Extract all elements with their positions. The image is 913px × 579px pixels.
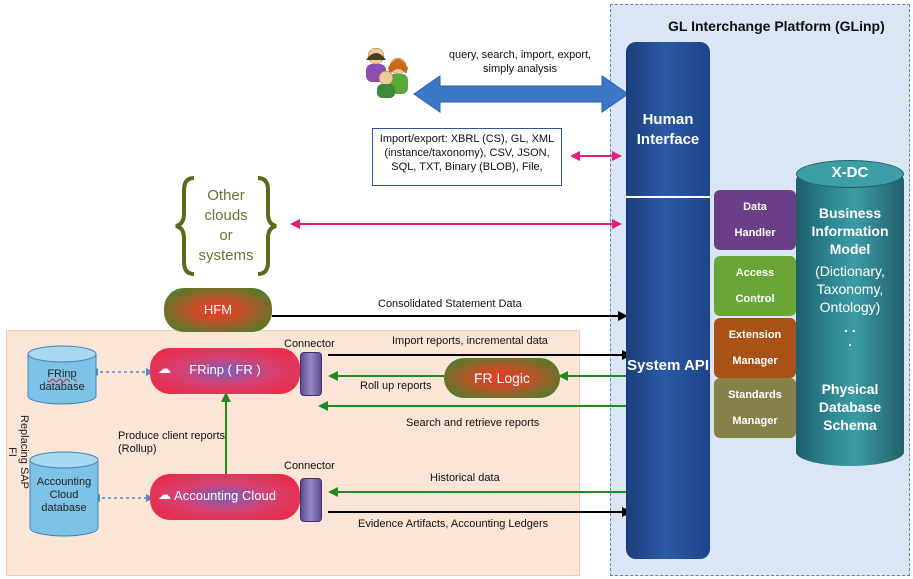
bim-title: Business Information Model: [811, 205, 889, 257]
other-clouds-label: Other clouds or systems: [196, 186, 256, 266]
accounting-connector: [300, 478, 322, 522]
other-clouds-line3: or: [219, 227, 233, 244]
cloud-icon: ☁: [158, 361, 171, 376]
xdc-ellipsis: . . .: [844, 319, 856, 349]
historical-label: Historical data: [430, 472, 500, 484]
other-clouds-line1: Other: [207, 187, 245, 204]
produce-reports-line2: (Rollup): [118, 443, 157, 455]
other-clouds-line2: clouds: [204, 207, 248, 224]
fr-logic-label: FR Logic: [473, 370, 531, 386]
xdc-cylinder: [796, 166, 904, 466]
physical-schema-label: Physical Database Schema: [818, 381, 882, 433]
accounting-database-cylinder: [29, 451, 99, 537]
glinp-title: GL Interchange Platform (GLinp): [668, 18, 885, 34]
bim-detail: (Dictionary, Taxonomy, Ontology): [815, 263, 885, 315]
other-clouds-line4: systems: [198, 247, 254, 264]
frinp-node: ☁ FRinp ( FR ): [150, 348, 300, 394]
cloud-icon: ☁: [158, 487, 171, 502]
frinp-connector-label: Connector: [284, 338, 335, 350]
roll-up-label: Roll up reports: [360, 380, 432, 392]
manager-word: Handler: [734, 227, 776, 239]
frinp-label: FRinp ( FR ): [189, 362, 261, 377]
search-retrieve-label: Search and retrieve reports: [406, 417, 540, 429]
accounting-cloud-node: ☁ Accounting Cloud: [150, 474, 300, 520]
human-interface-label: Human Interface: [636, 111, 700, 148]
manager-word: Data: [743, 201, 767, 213]
frinp-database-cylinder: [27, 345, 97, 405]
hfm-node: HFM: [164, 288, 272, 332]
glinp-column: [626, 42, 710, 559]
right-brace: [257, 176, 277, 276]
fr-logic-node: FR Logic: [444, 358, 560, 398]
manager-word: Manager: [732, 355, 778, 367]
manager-word: Extension: [728, 329, 782, 341]
produce-reports-label: Produce client reports (Rollup): [118, 430, 248, 456]
accounting-db-line1: Accounting: [36, 476, 92, 488]
evidence-label: Evidence Artifacts, Accounting Ledgers: [358, 518, 549, 530]
accounting-label: Accounting Cloud: [174, 488, 276, 503]
frinp-db-label: FRinp database: [30, 368, 94, 394]
formats-box: Import/export: XBRL (CS), GL, XML (insta…: [372, 128, 562, 186]
manager-word: Manager: [732, 415, 778, 427]
system-api-label: System API: [627, 357, 709, 374]
manager-word: Standards: [728, 389, 782, 401]
accounting-connector-label: Connector: [284, 460, 335, 472]
xdc-cylinder-top: [796, 160, 904, 188]
produce-reports-line1: Produce client reports: [118, 430, 225, 442]
import-reports-label: Import reports, incremental data: [392, 335, 548, 347]
hfm-label: HFM: [203, 302, 233, 317]
frinp-db-line1: FRinp: [47, 368, 77, 380]
hfm-flow-label: Consolidated Statement Data: [378, 298, 522, 310]
users-caption: query, search, import, export, simply an…: [448, 49, 592, 75]
accounting-db-line3: database: [41, 502, 87, 514]
manager-word: Control: [735, 293, 775, 305]
accounting-db-label: Accounting Cloud database: [32, 476, 96, 515]
accounting-db-line2: Cloud: [49, 489, 79, 501]
xdc-title: X-DC: [831, 164, 869, 181]
users-icon: [366, 47, 408, 98]
frinp-db-line2: database: [39, 381, 85, 393]
manager-word: Access: [735, 267, 775, 279]
user-interaction-arrow: [413, 75, 629, 113]
frinp-connector: [300, 352, 322, 396]
left-brace: [175, 176, 195, 276]
column-divider: [626, 196, 710, 198]
